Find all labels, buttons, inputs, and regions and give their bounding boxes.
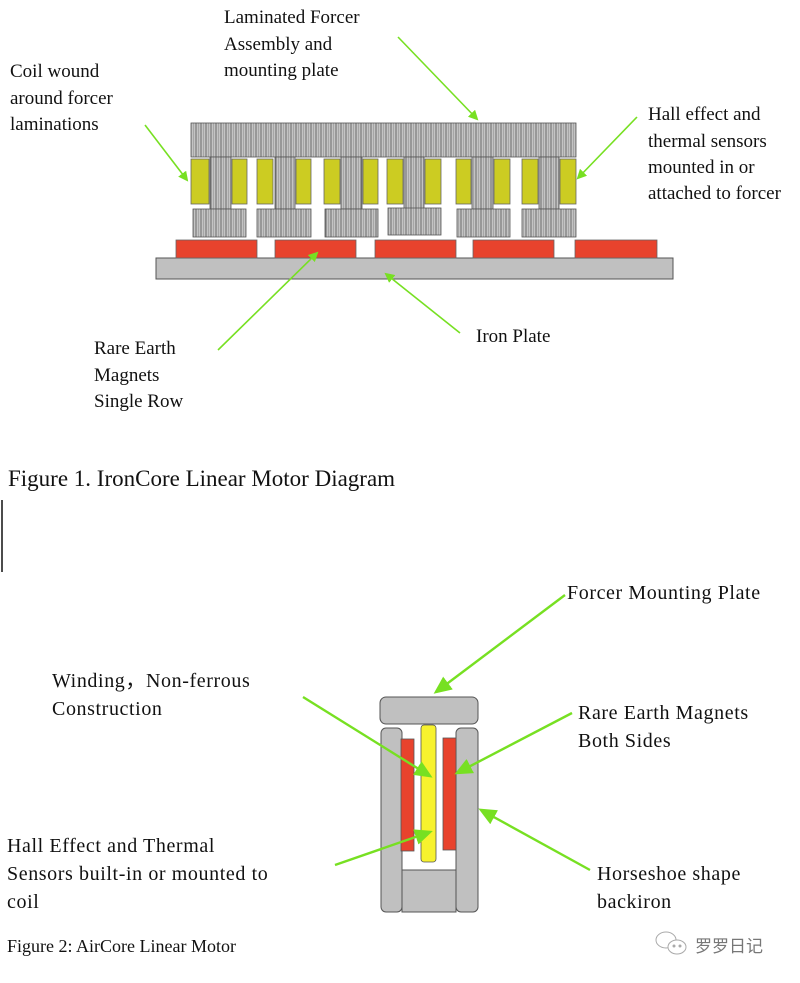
iron-plate-arrow (384, 272, 461, 334)
magnets-arrow (217, 251, 319, 351)
svg-text:Both Sides: Both Sides (578, 730, 671, 752)
svg-text:around forcer: around forcer (10, 88, 114, 109)
svg-text:Hall Effect and Thermal: Hall Effect and Thermal (7, 835, 215, 857)
svg-text:Coil wound: Coil wound (10, 61, 100, 82)
label-hall-thermal: Hall Effect and Thermal Sensors built-in… (7, 835, 268, 913)
magnets-arrow-2 (454, 711, 573, 775)
svg-text:mounting plate: mounting plate (224, 60, 339, 81)
svg-text:Magnets: Magnets (94, 365, 159, 386)
wechat-icon (655, 931, 687, 955)
label-iron-plate: Iron Plate (476, 326, 550, 347)
svg-text:coil: coil (7, 891, 39, 913)
svg-text:Assembly and: Assembly and (224, 34, 333, 55)
label-magnets-both-sides: Rare Earth Magnets Both Sides (578, 702, 749, 752)
svg-text:Horseshoe shape: Horseshoe shape (597, 863, 741, 885)
forcer-laminations (190, 122, 577, 238)
winding-coil (420, 724, 437, 863)
watermark: 罗罗日记 (655, 931, 763, 957)
backiron-right-leg (455, 727, 479, 913)
label-coil: Coil wound around forcer laminations (10, 61, 114, 135)
figure1-caption: Figure 1. IronCore Linear Motor Diagram (8, 466, 395, 491)
iron-plate (155, 257, 674, 280)
label-hall-sensors: Hall effect and thermal sensors mounted … (648, 104, 782, 204)
svg-text:thermal sensors: thermal sensors (648, 131, 767, 152)
svg-text:Laminated Forcer: Laminated Forcer (224, 7, 360, 28)
magnet-right (442, 737, 457, 851)
svg-text:attached to forcer: attached to forcer (648, 183, 782, 204)
winding-arrow (302, 695, 433, 778)
ironcore-motor-figure: Laminated Forcer Assembly and mounting p… (8, 7, 782, 491)
svg-text:backiron: backiron (597, 891, 672, 913)
svg-text:Single Row: Single Row (94, 391, 183, 412)
svg-text:Rare Earth Magnets: Rare Earth Magnets (578, 702, 749, 724)
label-magnets: Rare Earth Magnets Single Row (94, 338, 183, 412)
svg-text:Construction: Construction (52, 698, 163, 720)
svg-text:Rare Earth: Rare Earth (94, 338, 176, 359)
svg-text:Hall effect and: Hall effect and (648, 104, 761, 125)
svg-text:laminations: laminations (10, 114, 99, 135)
forcer-mounting-plate (379, 696, 479, 725)
plate-arrow (433, 594, 566, 694)
hall-arrow-2 (334, 829, 433, 867)
backiron-arrow (478, 808, 591, 872)
label-forcer-plate: Forcer Mounting Plate (567, 582, 761, 604)
magnets-single-row (175, 239, 658, 259)
magnet-left (400, 738, 415, 852)
backiron-base (401, 869, 457, 913)
figure2-caption: Figure 2: AirCore Linear Motor (7, 936, 236, 956)
svg-text:罗罗日记: 罗罗日记 (695, 937, 763, 957)
coil-arrow (144, 124, 189, 182)
coils (190, 158, 577, 205)
aircore-motor-figure: Forcer Mounting Plate Winding，Non-ferrou… (7, 582, 761, 956)
label-laminated-forcer: Laminated Forcer Assembly and mounting p… (224, 7, 360, 81)
svg-text:Sensors built-in or mounted to: Sensors built-in or mounted to (7, 863, 268, 885)
label-winding: Winding，Non-ferrous Construction (52, 670, 250, 720)
label-backiron: Horseshoe shape backiron (597, 863, 741, 913)
svg-text:Winding，Non-ferrous: Winding，Non-ferrous (52, 670, 250, 692)
hall-arrow (576, 116, 638, 180)
laminated-arrow (397, 36, 479, 121)
svg-text:mounted in or: mounted in or (648, 157, 755, 178)
